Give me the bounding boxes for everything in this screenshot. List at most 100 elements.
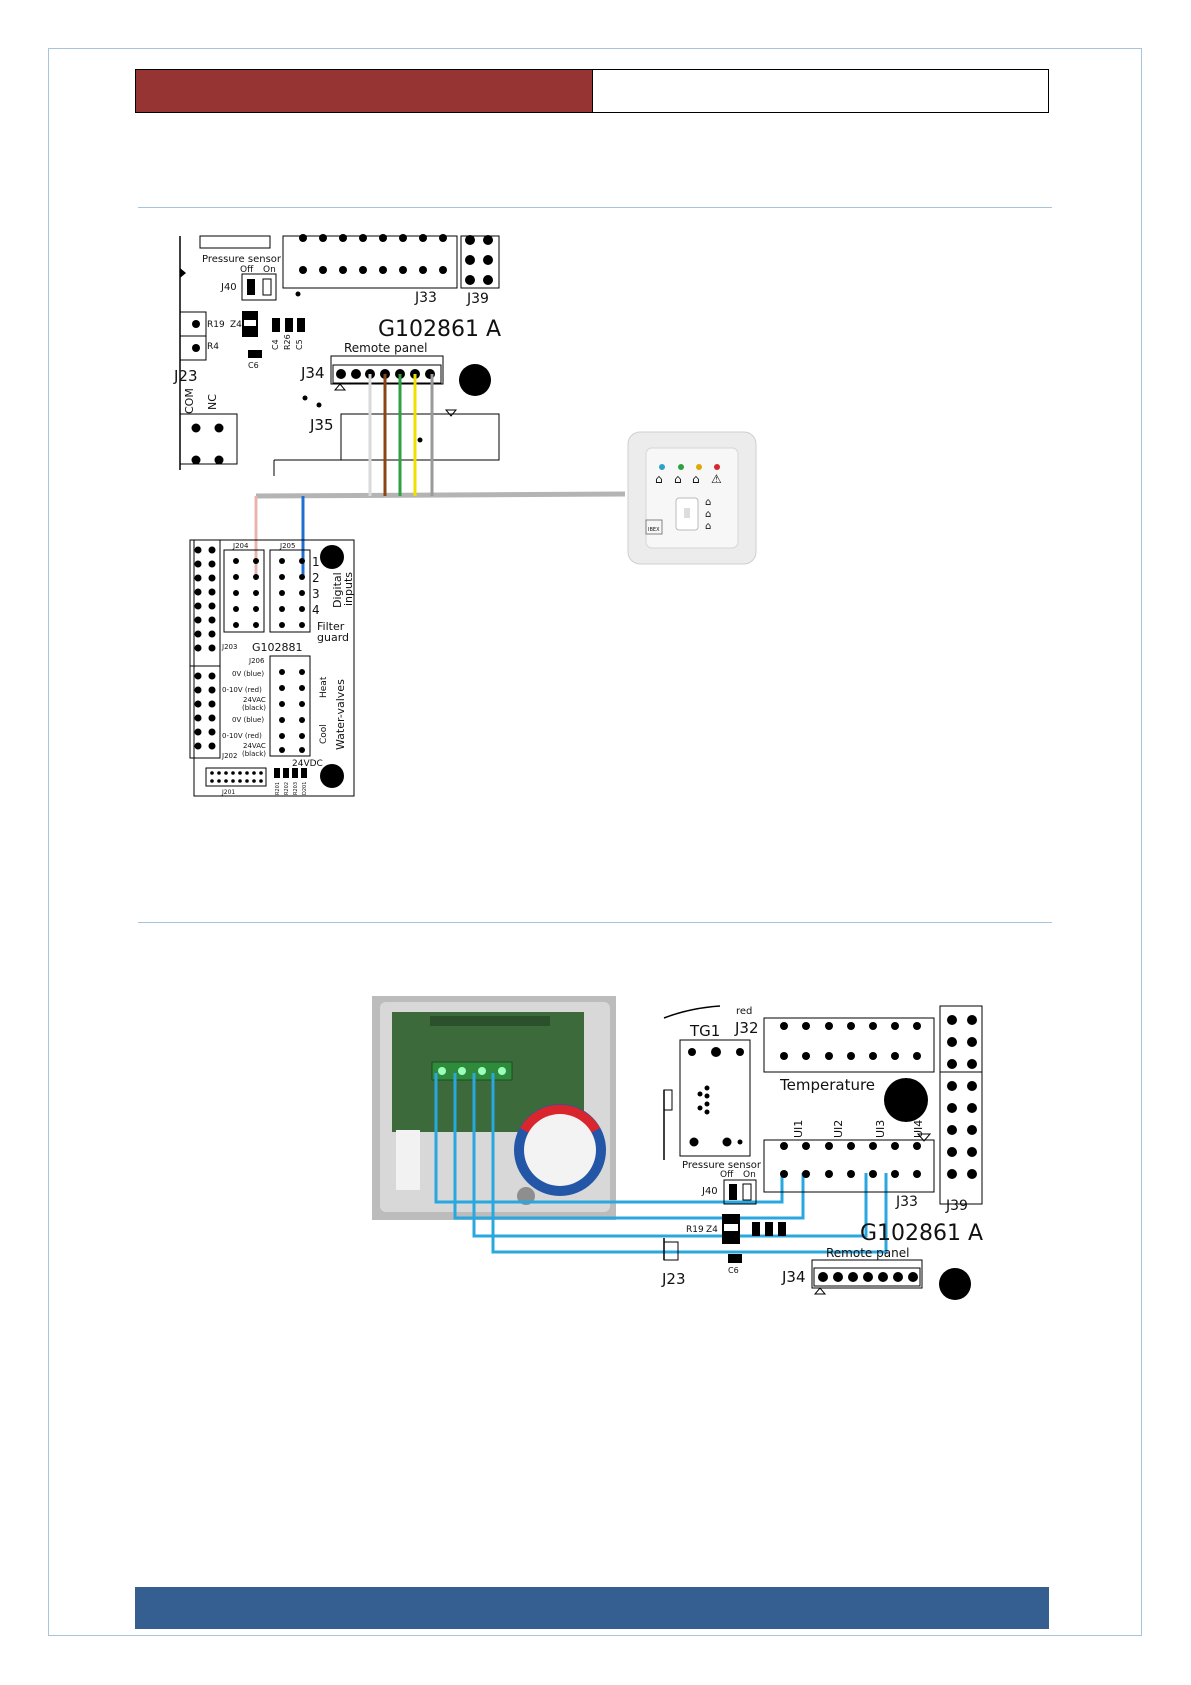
io-board: J204 J205 1 2 3 4 Digital inputs Filter …: [189, 539, 355, 797]
cool-label: Cool: [319, 724, 329, 744]
ov-blue-1-label: 0V (blue): [232, 670, 264, 678]
r4-label: R4: [207, 342, 219, 352]
black-2-label: (black): [242, 750, 266, 758]
section-divider-2: [138, 922, 1052, 923]
input-3-label: 3: [312, 587, 320, 601]
j39-pins: [947, 1015, 977, 1179]
led-green: [678, 464, 684, 470]
c6-bottom-label: C6: [728, 1266, 739, 1275]
c4-label: C4: [271, 339, 280, 350]
ui1-label: UI1: [792, 1120, 805, 1138]
home-boost-icon: ⌂: [692, 472, 700, 486]
j202-label: J202: [221, 752, 237, 760]
d201-label: D201: [302, 782, 308, 795]
j23-bottom-label: J23: [661, 1270, 686, 1288]
j205-label: J205: [279, 542, 295, 550]
r202-label: R202: [284, 782, 290, 795]
input-2-label: 2: [312, 571, 320, 585]
j33-bottom-label: J33: [895, 1194, 918, 1210]
setpoint-knob[interactable]: [524, 1114, 596, 1186]
pressure-sensor-label: Pressure sensor: [202, 254, 282, 265]
temperature-label: Temperature: [779, 1076, 875, 1094]
j32-label: J32: [734, 1019, 759, 1037]
j34-pins: [336, 369, 435, 379]
temperature-pins: [780, 1022, 921, 1060]
led-blue: [659, 464, 665, 470]
j34-bottom-pins: [818, 1272, 918, 1282]
vac24-2-label: 24VAC: [243, 742, 266, 750]
v10-red-2-label: 0-10V (red): [222, 732, 262, 740]
inputs-label: inputs: [342, 572, 355, 606]
filter-label: Filter: [317, 620, 345, 633]
ui3-label: UI3: [874, 1120, 887, 1138]
remote-panel-device: ⌂ ⌂ ⌂ ⚠ ⌂ ⌂ ⌂ IBEX: [627, 431, 757, 565]
section-divider-1: [138, 207, 1052, 208]
pressure-sensor-bottom-label: Pressure sensor: [682, 1160, 762, 1171]
mode-normal-icon: ⌂: [705, 509, 711, 520]
footer-bar: [135, 1587, 1049, 1629]
led-yellow: [696, 464, 702, 470]
water-valves-label: Water-valves: [334, 679, 347, 750]
guard-label: guard: [317, 631, 349, 644]
j39-bottom-label: J39: [945, 1198, 968, 1214]
tg1-label: TG1: [689, 1022, 720, 1040]
j206-label: J206: [248, 657, 265, 665]
black-1-label: (black): [242, 704, 266, 712]
led-red: [714, 464, 720, 470]
j204-label: J204: [232, 542, 249, 550]
page-frame: [48, 48, 1142, 1636]
j203-label: J203: [221, 643, 237, 651]
remote-panel-cable: [254, 374, 626, 578]
red-label: red: [736, 1006, 752, 1017]
remote-panel-label: Remote panel: [344, 341, 427, 355]
com-label: COM: [183, 388, 196, 414]
input-4-label: 4: [312, 603, 320, 617]
heat-label: Heat: [319, 676, 329, 698]
r19-bottom-label: R19: [686, 1225, 704, 1235]
v10-red-1-label: 0-10V (red): [222, 686, 262, 694]
input-1-label: 1: [312, 555, 320, 569]
j201-pins: [210, 771, 263, 783]
home-away-icon: ⌂: [655, 472, 663, 486]
io-left-pins: [194, 546, 216, 750]
j33-label: J33: [414, 290, 437, 306]
digital-label: Digital: [331, 572, 344, 608]
r201-label: R201: [275, 782, 281, 795]
board-id-bottom-label: G102861 A: [860, 1221, 983, 1246]
header-info-box: [593, 69, 1049, 113]
main-board-top: Pressure sensor Off On J40 J33 J39 R19 Z…: [173, 234, 501, 476]
j33-pins: [299, 234, 447, 274]
j40-bottom-label: J40: [701, 1186, 718, 1197]
board-id-label: G102861 A: [378, 317, 501, 342]
off-label: Off: [240, 265, 254, 275]
ui2-label: UI2: [832, 1120, 845, 1138]
j39-label: J39: [466, 291, 489, 307]
nc-label: NC: [206, 394, 219, 410]
c5-label: C5: [295, 339, 304, 350]
header-title-bar: [135, 69, 593, 113]
io-board-id-label: G102881: [252, 641, 303, 654]
r203-label: R203: [293, 782, 299, 795]
j23-label: J23: [173, 367, 198, 385]
j35-label: J35: [309, 416, 334, 434]
main-board-bottom: red TG1 J32 Temperature UI1 UI2 UI3 UI4: [661, 1005, 983, 1300]
ov-blue-2-label: 0V (blue): [232, 716, 264, 724]
r26-label: R26: [283, 334, 292, 350]
vac24-1-label: 24VAC: [243, 696, 266, 704]
mode-low-icon: ⌂: [705, 521, 711, 532]
c6-label: C6: [248, 361, 259, 370]
signal-wires: [434, 1073, 888, 1254]
brand-logo: IBEX: [648, 527, 660, 533]
ui4-label: UI4: [912, 1120, 925, 1138]
j204-j205-pins: [233, 558, 305, 628]
on-bottom-label: On: [743, 1170, 756, 1180]
j201-label: J201: [221, 789, 235, 796]
mode-high-icon: ⌂: [705, 497, 711, 508]
r19-label: R19: [207, 320, 225, 330]
ui-pins: [780, 1142, 921, 1178]
j34-label: J34: [300, 364, 325, 382]
vdc24-label: 24VDC: [292, 759, 323, 769]
z4-bottom-label: Z4: [706, 1225, 718, 1235]
on-label: On: [263, 265, 276, 275]
